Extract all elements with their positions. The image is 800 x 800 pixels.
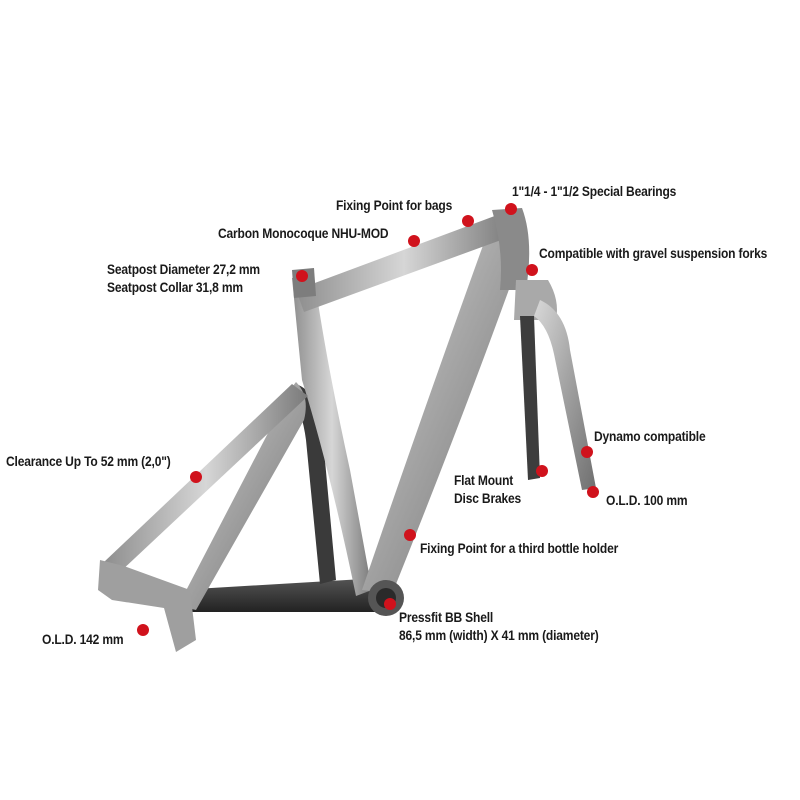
top-tube xyxy=(296,214,512,312)
dot-bearings xyxy=(505,203,517,215)
label-seatpost-diameter: Seatpost Diameter 27,2 mm xyxy=(107,261,260,277)
head-tube xyxy=(492,208,530,290)
dot-old-rear xyxy=(137,624,149,636)
seat-stay xyxy=(178,382,306,610)
dot-seatpost xyxy=(296,270,308,282)
dot-clearance xyxy=(190,471,202,483)
label-flat-mount-line1: Flat Mount xyxy=(454,472,514,488)
label-flat-mount: Flat Mount Disc Brakes xyxy=(454,471,521,507)
label-gravel-fork: Compatible with gravel suspension forks xyxy=(539,245,768,261)
dot-old-front xyxy=(587,486,599,498)
label-clearance: Clearance Up To 52 mm (2,0") xyxy=(6,453,171,469)
label-old-rear: O.L.D. 142 mm xyxy=(42,631,124,647)
label-dynamo: Dynamo compatible xyxy=(594,428,706,444)
dot-bottle xyxy=(404,529,416,541)
label-bb-shell-line2: 86,5 mm (width) X 41 mm (diameter) xyxy=(399,627,599,643)
label-old-front: O.L.D. 100 mm xyxy=(606,492,688,508)
label-bb-shell: Pressfit BB Shell 86,5 mm (width) X 41 m… xyxy=(399,608,599,644)
seat-tube xyxy=(292,276,372,596)
dot-dynamo xyxy=(581,446,593,458)
dot-gravel-fork xyxy=(526,264,538,276)
fork-blade-rear xyxy=(520,316,540,480)
seat-stay-rear xyxy=(292,384,336,584)
down-tube xyxy=(362,226,526,594)
dot-flat-mount xyxy=(536,465,548,477)
label-seatpost-collar: Seatpost Collar 31,8 mm xyxy=(107,279,243,295)
label-bb-shell-line1: Pressfit BB Shell xyxy=(399,609,494,625)
chain-stay xyxy=(178,578,392,612)
label-seatpost: Seatpost Diameter 27,2 mm Seatpost Colla… xyxy=(107,260,260,296)
rear-dropout xyxy=(98,560,196,652)
seat-stay-left xyxy=(104,384,308,572)
fork-blade-front xyxy=(534,300,596,490)
dot-bb-shell xyxy=(384,598,396,610)
label-carbon: Carbon Monocoque NHU-MOD xyxy=(218,225,389,241)
dot-bags xyxy=(462,215,474,227)
label-bottle: Fixing Point for a third bottle holder xyxy=(420,540,619,556)
dot-carbon xyxy=(408,235,420,247)
label-bearings: 1"1/4 - 1"1/2 Special Bearings xyxy=(512,183,677,199)
label-flat-mount-line2: Disc Brakes xyxy=(454,490,522,506)
label-bags: Fixing Point for bags xyxy=(336,197,453,213)
